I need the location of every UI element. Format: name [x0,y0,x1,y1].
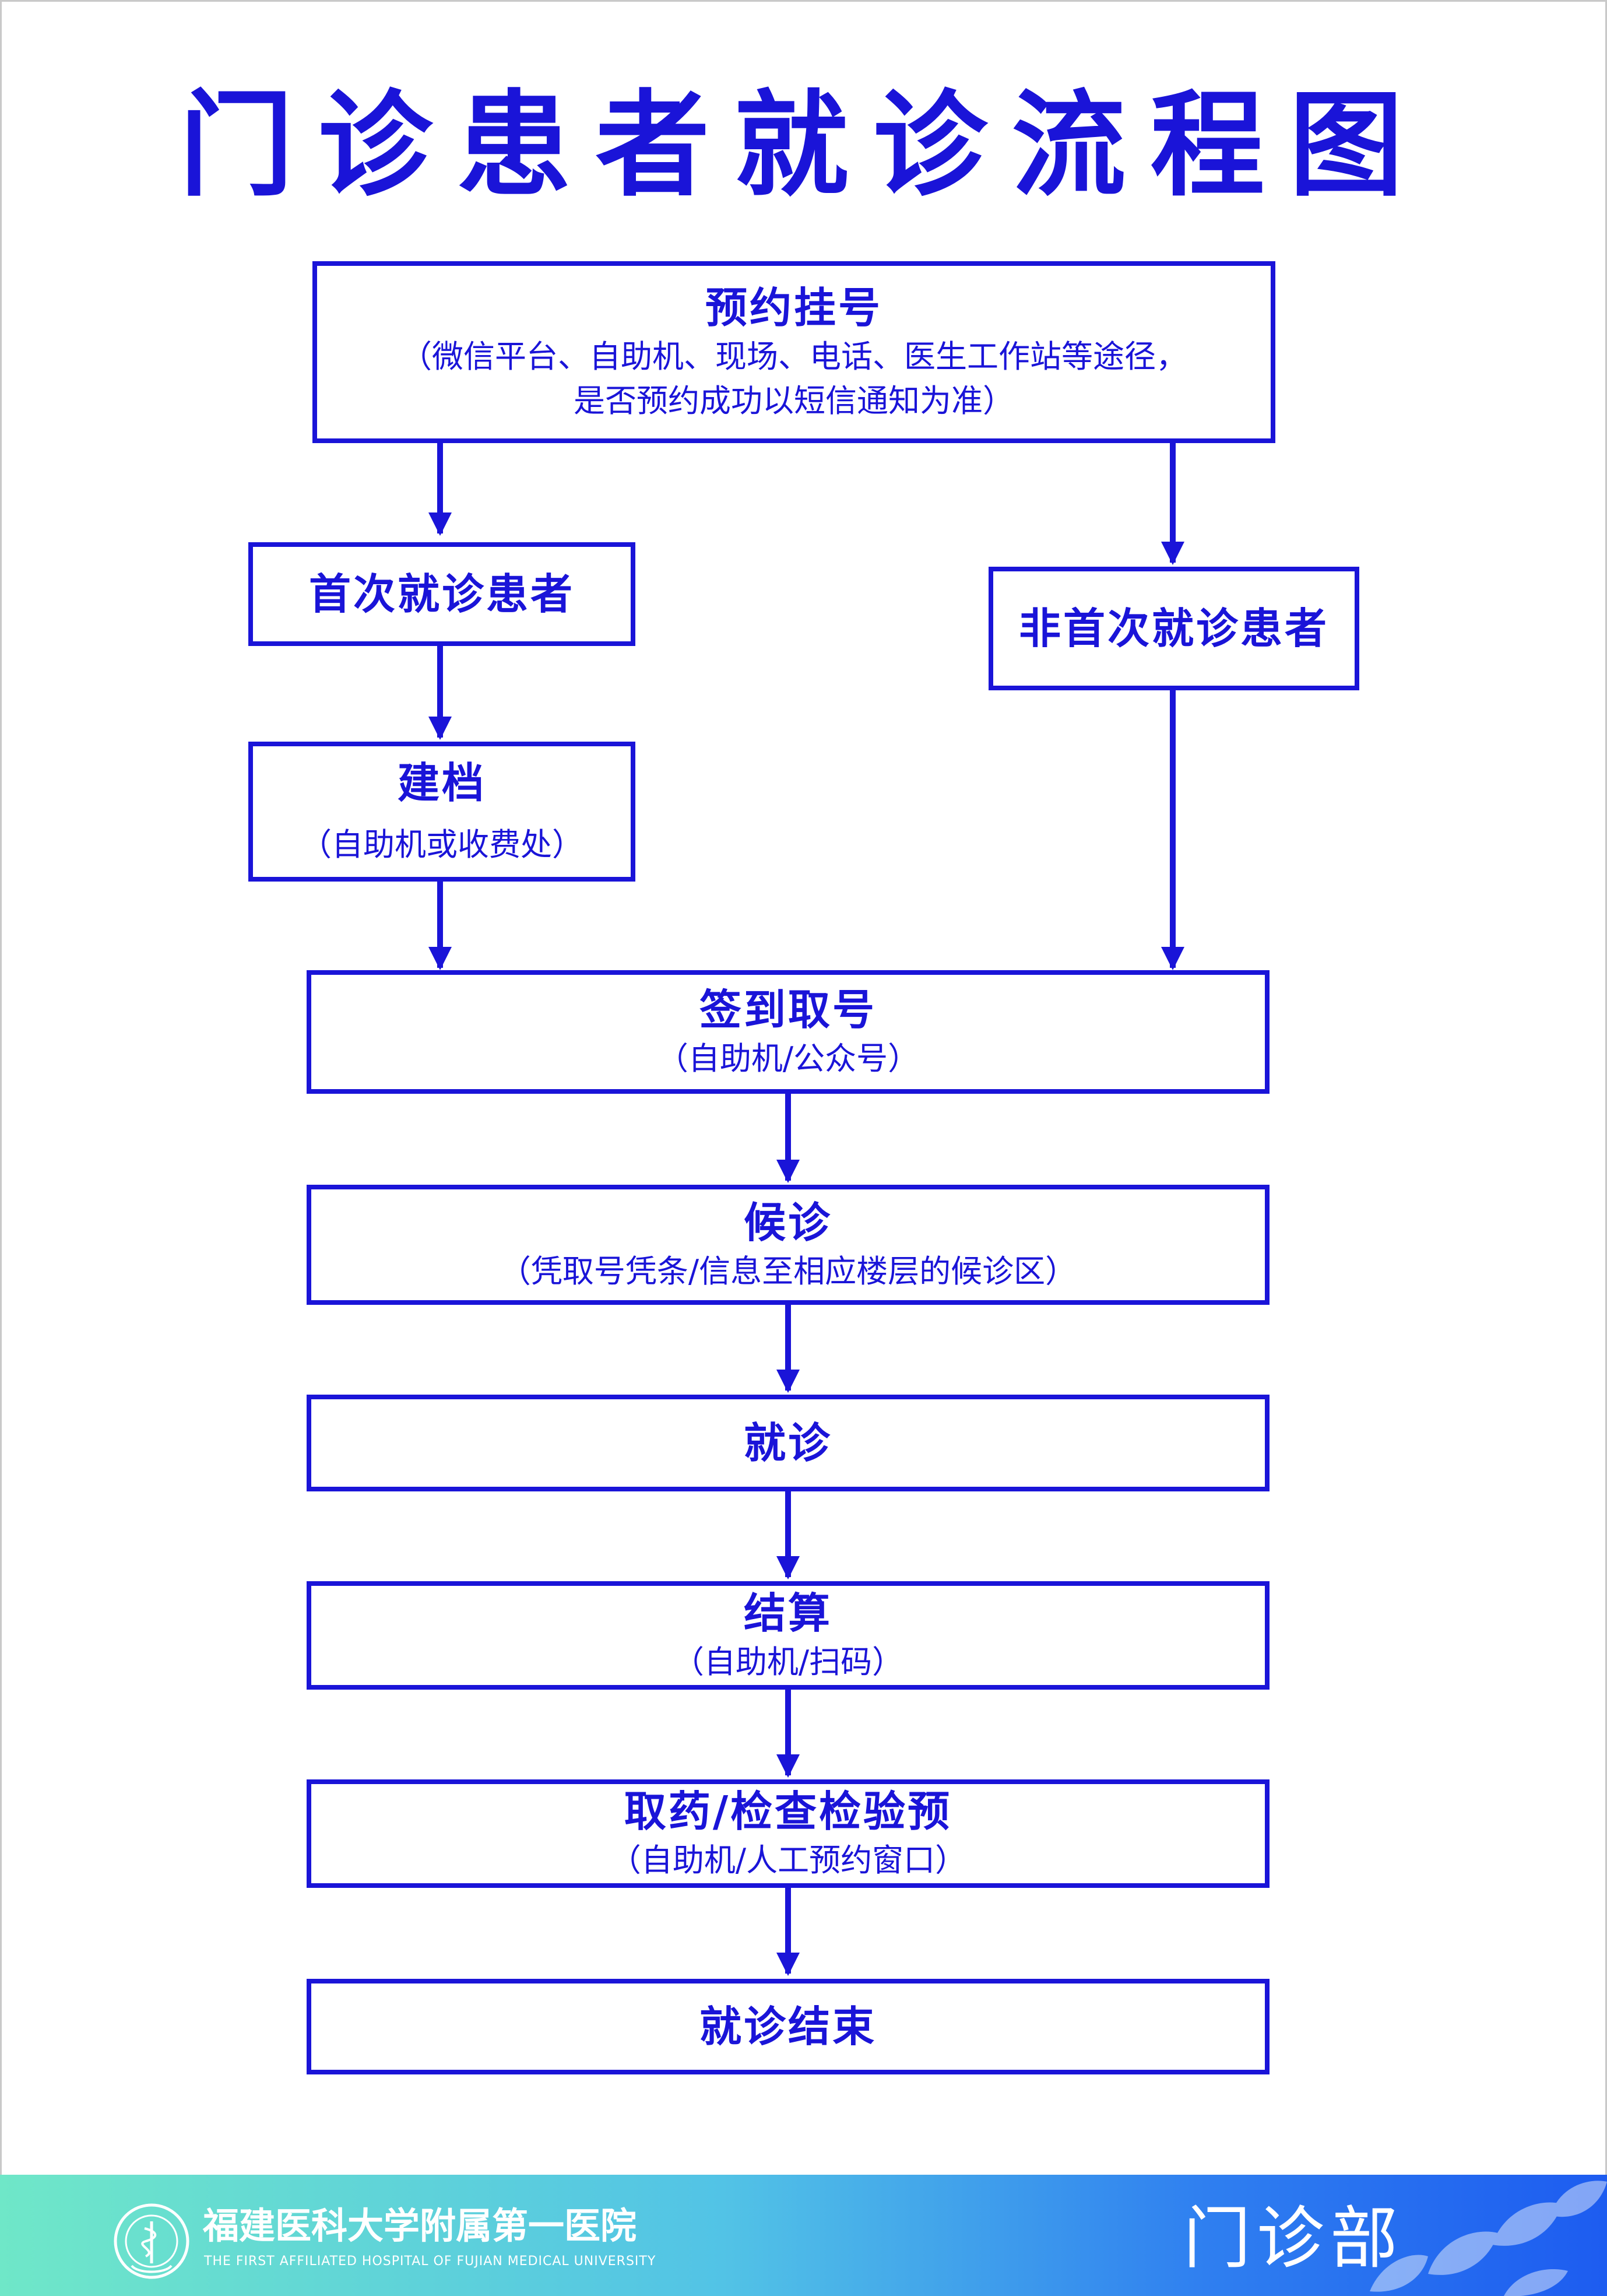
step-return-visit-title: 非首次就诊患者 [1018,604,1329,653]
step-consult: 就诊 [307,1395,1270,1491]
step-file: 建档 （自助机或收费处） [248,742,635,882]
step-checkin: 签到取号 （自助机/公众号） [307,970,1270,1094]
step-register-title: 预约挂号 [705,283,882,332]
step-file-note: （自助机或收费处） [300,826,583,863]
step-wait-note: （凭取号凭条/信息至相应楼层的候诊区） [499,1253,1077,1290]
step-register-note-1: （微信平台、自助机、现场、电话、医生工作站等途径， [400,338,1187,375]
footer-banner: 福建医科大学附属第一医院 THE FIRST AFFILIATED HOSPIT… [0,2175,1607,2296]
leaf-decoration-icon [1370,2181,1607,2296]
step-end: 就诊结束 [307,1979,1270,2074]
department-name: 门诊部 [1183,2199,1404,2278]
hospital-name-en: THE FIRST AFFILIATED HOSPITAL OF FUJIAN … [204,2254,656,2269]
step-checkin-note: （自助机/公众号） [656,1040,920,1077]
step-consult-title: 就诊 [743,1419,832,1468]
step-pharmacy-title: 取药/检查检验预 [624,1787,952,1836]
step-first-visit: 首次就诊患者 [248,542,635,646]
step-settle-note: （自助机/扫码） [672,1644,904,1680]
hospital-emblem-icon [114,2203,189,2279]
page-title: 门诊患者就诊流程图 [179,79,1428,212]
step-settle-title: 结算 [743,1589,832,1638]
hospital-name-cn: 福建医科大学附属第一医院 [203,2204,637,2247]
step-checkin-title: 签到取号 [699,985,877,1034]
step-pharmacy-note: （自助机/人工预约窗口） [609,1842,967,1879]
step-register-note-2: 是否预约成功以短信通知为准） [574,382,1014,419]
step-first-visit-title: 首次就诊患者 [308,570,575,619]
step-wait-title: 候诊 [743,1198,832,1247]
step-wait: 候诊 （凭取号凭条/信息至相应楼层的候诊区） [307,1185,1270,1305]
step-register: 预约挂号 （微信平台、自助机、现场、电话、医生工作站等途径， 是否预约成功以短信… [312,261,1275,443]
step-settle: 结算 （自助机/扫码） [307,1581,1270,1690]
step-end-title: 就诊结束 [699,2002,877,2051]
step-file-title: 建档 [397,759,486,808]
step-pharmacy: 取药/检查检验预 （自助机/人工预约窗口） [307,1779,1270,1888]
step-return-visit: 非首次就诊患者 [989,567,1359,690]
